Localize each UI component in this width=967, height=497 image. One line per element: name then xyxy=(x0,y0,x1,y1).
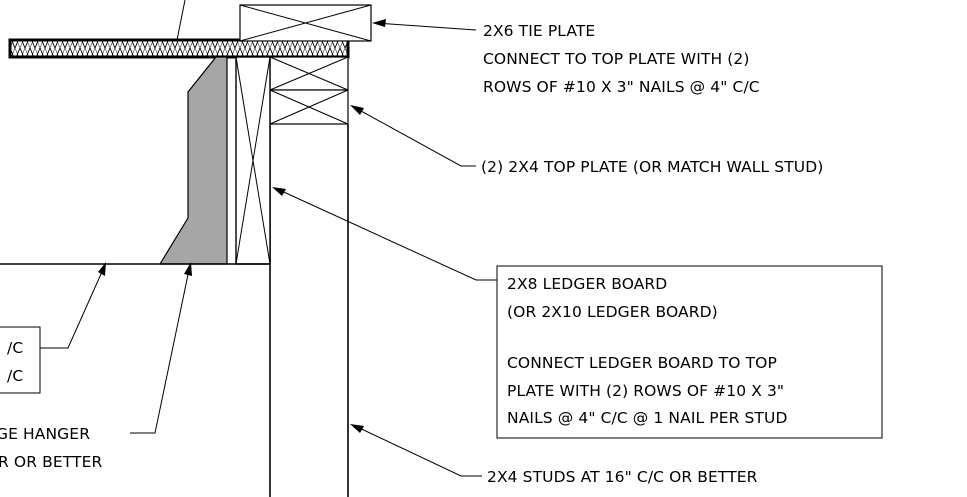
wall-stud xyxy=(269,124,349,497)
tie-plate xyxy=(239,4,372,42)
joist-note-box xyxy=(0,326,41,394)
hanger-note-line-1: GE HANGER xyxy=(0,425,90,443)
tie-plate-leader xyxy=(372,19,477,31)
ledger-board-alt-label: (OR 2X10 LEDGER BOARD) xyxy=(507,303,718,321)
studs-label: 2X4 STUDS AT 16" C/C OR BETTER xyxy=(487,468,758,486)
ledger-note-box xyxy=(496,265,883,439)
ledger-note-line-1: CONNECT LEDGER BOARD TO TOP xyxy=(507,354,777,372)
hanger-note-line-2: R OR BETTER xyxy=(0,453,102,471)
joist-leader xyxy=(40,262,106,349)
top-plate-leader xyxy=(350,105,476,167)
sheathing-board xyxy=(8,38,350,59)
ledger-board-leader xyxy=(272,187,497,281)
top-plate-lower xyxy=(269,89,349,125)
joist-note-line-1: /C xyxy=(7,339,23,357)
ledger-board-label: 2X8 LEDGER BOARD xyxy=(507,275,667,293)
top-plate-label: (2) 2X4 TOP PLATE (OR MATCH WALL STUD) xyxy=(481,158,823,176)
sheathing-leader xyxy=(176,0,186,41)
hanger-leader xyxy=(130,262,192,434)
joist-note-line-2: /C xyxy=(7,367,23,385)
ledger-note-line-2: PLATE WITH (2) ROWS OF #10 X 3" xyxy=(507,382,784,400)
studs-leader xyxy=(350,424,482,477)
tie-plate-note-line-2: ROWS OF #10 X 3" NAILS @ 4" C/C xyxy=(483,78,760,96)
ledger-board xyxy=(235,56,271,265)
joist-hanger xyxy=(158,56,228,265)
top-plate-upper xyxy=(269,56,349,91)
tie-plate-label: 2X6 TIE PLATE xyxy=(483,22,595,40)
tie-plate-note-line-1: CONNECT TO TOP PLATE WITH (2) xyxy=(483,50,750,68)
ledger-note-line-3: NAILS @ 4" C/C @ 1 NAIL PER STUD xyxy=(507,409,787,427)
